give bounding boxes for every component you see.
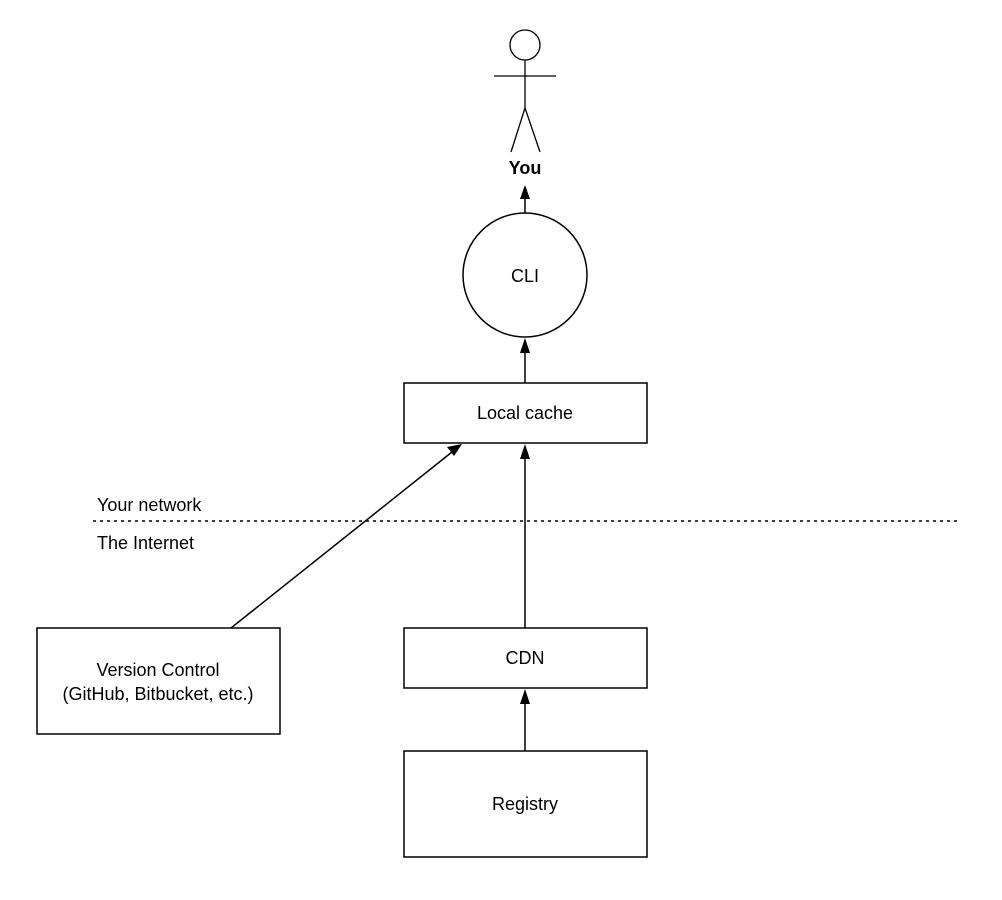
- registry-node: Registry: [403, 750, 648, 858]
- cli-node: CLI: [462, 212, 588, 338]
- local-cache-node: Local cache: [403, 382, 648, 444]
- edge-local-cache-to-cli: [520, 338, 530, 383]
- edge-version-control-to-local-cache: [230, 444, 462, 629]
- edge-cdn-to-local-cache: [520, 444, 530, 628]
- actor-head: [509, 29, 541, 61]
- your-network-label: Your network: [97, 495, 202, 515]
- edge-line: [230, 451, 453, 629]
- edge-cli-to-you: [520, 185, 530, 213]
- arrowhead-icon: [520, 444, 530, 459]
- actor-right-leg: [524, 107, 541, 153]
- edge-registry-to-cdn: [520, 689, 530, 751]
- network-boundary: Your network The Internet: [93, 495, 960, 553]
- user-actor: You: [494, 29, 556, 178]
- version-control-box: [36, 627, 281, 735]
- local-cache-box: [403, 382, 648, 444]
- registry-label: Registry: [492, 794, 558, 814]
- cli-label: CLI: [511, 266, 539, 286]
- cdn-box: [403, 627, 648, 689]
- arrowhead-icon: [520, 185, 530, 199]
- version-control-label-line2: (GitHub, Bitbucket, etc.): [62, 684, 253, 704]
- version-control-label-line1: Version Control: [96, 660, 219, 680]
- cdn-node: CDN: [403, 627, 648, 689]
- arrowhead-icon: [520, 338, 530, 353]
- cdn-label: CDN: [506, 648, 545, 668]
- version-control-node: Version Control (GitHub, Bitbucket, etc.…: [36, 627, 281, 735]
- actor-label: You: [509, 158, 542, 178]
- arrowhead-icon: [447, 444, 462, 456]
- local-cache-label: Local cache: [477, 403, 573, 423]
- actor-left-leg: [510, 107, 526, 153]
- arrowhead-icon: [520, 689, 530, 704]
- the-internet-label: The Internet: [97, 533, 194, 553]
